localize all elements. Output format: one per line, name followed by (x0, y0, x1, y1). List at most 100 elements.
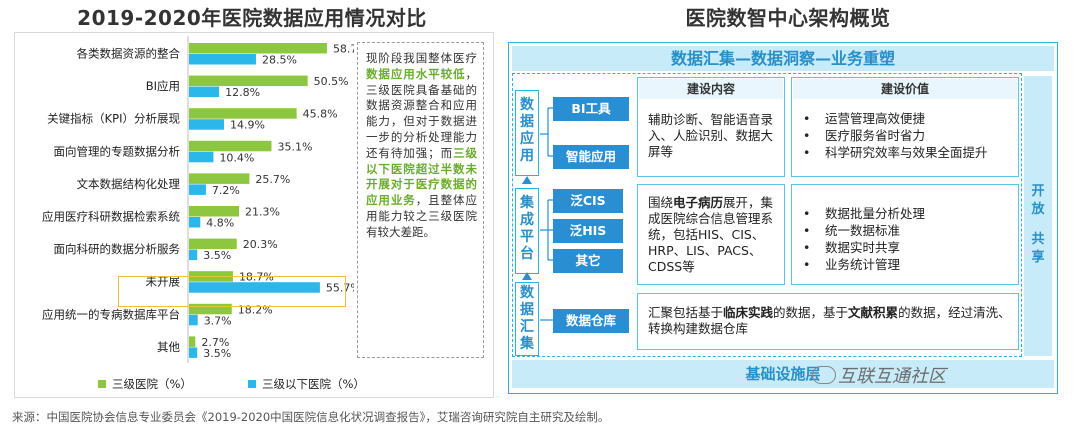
wechat-icon (812, 366, 836, 384)
data-label: 50.5% (314, 75, 349, 88)
data-label: 35.1% (277, 140, 312, 153)
bar-below-tier3 (189, 119, 225, 130)
diagram-title: 医院数智中心架构概览 (685, 6, 891, 30)
category-label: 各类数据资源的整合 (77, 47, 181, 61)
content-header: 建设内容 (639, 79, 783, 99)
vlabel-char: 平 (520, 229, 534, 245)
bar-tier3 (189, 108, 297, 119)
data-label: 18.7% (239, 271, 274, 284)
category-label: 其他 (157, 340, 180, 354)
content-platform-text: 围绕电子病历展开，集成医院综合信息管理系统，包括HIS、CIS、HRP、LIS、… (648, 195, 780, 275)
category-label: 应用统一的专病数据库平台 (42, 307, 180, 321)
bar-tier3 (189, 43, 327, 54)
vlabel-char: 成 (520, 212, 534, 228)
data-label: 21.3% (245, 206, 280, 219)
bi-tools-button[interactable]: BI工具 (553, 97, 629, 121)
chart-title: 2019-2020年医院数据应用情况对比 (77, 6, 427, 30)
legend-swatch-below (248, 380, 256, 388)
bar-below-tier3 (189, 151, 214, 163)
data-warehouse-button[interactable]: 数据仓库 (553, 309, 629, 333)
vlabel-char: 据 (520, 302, 534, 318)
value-apps-list: 运营管理高效便捷 医疗服务省时省力 科学研究效率与效果全面提升 (797, 110, 1015, 161)
legend-label-below: 三级以下医院（%） (262, 377, 365, 391)
data-label: 3.5% (203, 347, 231, 360)
legend-item-below: 三级以下医院（%） (248, 376, 365, 392)
bar-below-tier3 (189, 282, 320, 293)
vlabel-char: 应 (520, 131, 534, 147)
arrow-up-icon (522, 176, 532, 184)
category-label: 文本数据结构化处理 (77, 177, 181, 191)
data-label: 4.8% (206, 217, 234, 230)
category-label: BI应用 (146, 79, 180, 93)
open-share-bar: 开 放 共 享 (1024, 76, 1052, 356)
data-label: 3.7% (204, 314, 232, 327)
side-char-1: 开 (1031, 184, 1045, 199)
top-banner: 数据汇集—数据洞察—业务重塑 (512, 46, 1054, 71)
note-text-3: ，且整体应用能力较之三级医院有较大差距。 (366, 193, 477, 239)
bar-below-tier3 (189, 217, 201, 228)
data-label: 58.7% (333, 43, 354, 56)
highlight-box-not-started (118, 276, 346, 307)
bar-below-tier3 (189, 54, 256, 65)
bar-tier3 (189, 173, 250, 184)
smart-app-button[interactable]: 智能应用 (553, 145, 629, 169)
category-label: 应用医疗科研数据检索系统 (42, 210, 180, 224)
infrastructure-banner: 基础设施层 (512, 360, 1054, 388)
bar-tier3 (189, 140, 272, 152)
vlabel-char: 用 (520, 148, 534, 164)
value-item: 科学研究效率与效果全面提升 (797, 144, 1015, 161)
data-label: 25.7% (255, 173, 290, 186)
vlabel-data-application: 数 据 应 用 (515, 90, 539, 176)
legend-item-tier3: 三级医院（%） (98, 376, 192, 392)
watermark: 互联互通社区 (838, 366, 946, 387)
bar-tier3 (189, 336, 196, 347)
value-item: 业务统计管理 (797, 256, 1015, 273)
note-highlight-2: 三级以下医院超过半数未开展对于医疗数据的应用业务 (366, 145, 477, 208)
warehouse-text: 汇聚包括基于临床实践的数据，基于文献积累的数据，经过清洗、转换构建数据仓库 (648, 305, 1013, 337)
content-panel-platform (637, 184, 785, 285)
value-item: 数据批量分析处理 (797, 205, 1015, 222)
bar-tier3 (189, 303, 232, 315)
data-label: 45.8% (303, 108, 338, 121)
value-platform-list: 数据批量分析处理 统一数据标准 数据实时共享 业务统计管理 (797, 205, 1015, 273)
category-label: 关键指标（KPI）分析展现 (47, 112, 180, 126)
data-label: 10.4% (219, 151, 254, 164)
data-label: 28.5% (262, 54, 297, 67)
arrow-up-icon (522, 272, 532, 280)
data-label: 12.8% (225, 86, 260, 99)
warehouse-literature: 文献积累 (848, 305, 899, 320)
vlabel-char: 数 (520, 285, 534, 301)
note-text-2: ，三级医院具备基础的数据资源整合和应用能力，但对于数据进一步的分析处理能力还有待… (366, 66, 477, 160)
source-note: 来源：中国医院协会信息专业委员会《2019-2020中国医院信息化状况调查报告》… (12, 410, 610, 424)
analysis-note: 现阶段我国整体医疗数据应用水平较低，三级医院具备基础的数据资源整合和应用能力，但… (357, 42, 484, 358)
side-char-3: 共 (1031, 232, 1045, 247)
pan-cis-button[interactable]: 泛CIS (553, 189, 623, 213)
content-platform-text-c: 展开，集成医院综合信息管理系统，包括HIS、CIS、HRP、LIS、PACS、C… (648, 195, 774, 274)
bar-below-tier3 (189, 184, 206, 195)
warehouse-panel (637, 293, 1019, 350)
legend-swatch-tier3 (98, 380, 106, 388)
data-label: 20.3% (243, 238, 278, 251)
vlabel-data-aggregation: 数 据 汇 集 (515, 282, 539, 356)
value-item: 统一数据标准 (797, 222, 1015, 239)
vlabel-char: 集 (520, 336, 534, 352)
side-char-4: 享 (1031, 250, 1045, 265)
pan-his-button[interactable]: 泛HIS (553, 219, 623, 243)
warehouse-text-a: 汇聚包括基于 (648, 305, 724, 320)
content-platform-text-a: 围绕 (648, 195, 674, 210)
bar-below-tier3 (189, 347, 198, 358)
vlabel-char: 集 (520, 195, 534, 211)
vlabel-char: 数 (520, 97, 534, 113)
chart-panel (14, 32, 494, 398)
warehouse-text-e: 的数据，经过清洗、转换构建数据仓库 (648, 305, 1011, 336)
connector-lines (540, 107, 554, 321)
bar-below-tier3 (189, 249, 198, 261)
inner-dashed-frame (512, 73, 1022, 357)
other-button[interactable]: 其它 (553, 249, 623, 273)
data-label: 7.2% (212, 184, 240, 197)
warehouse-text-c: 的数据，基于 (773, 305, 849, 320)
value-item: 运营管理高效便捷 (797, 110, 1015, 127)
content-apps-text: 辅助诊断、智能语音录入、人脸识别、数据大屏等 (648, 112, 774, 159)
value-item: 医疗服务省时省力 (797, 127, 1015, 144)
bar-tier3 (189, 238, 237, 250)
